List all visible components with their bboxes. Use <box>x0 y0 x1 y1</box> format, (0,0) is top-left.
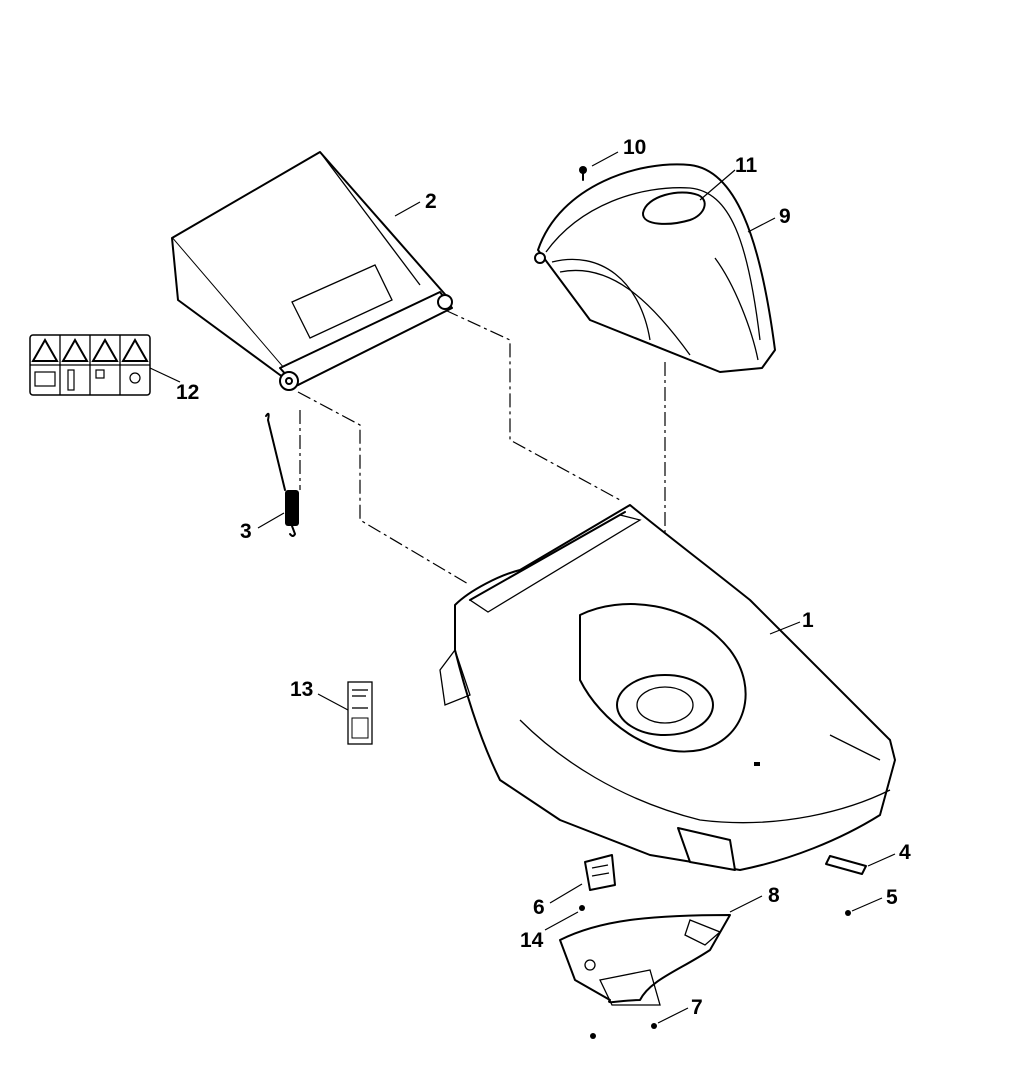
label-strip-part <box>825 855 867 875</box>
screw-part <box>579 905 851 1039</box>
rear-flap-cover-part <box>171 151 453 391</box>
screw-part <box>579 166 587 181</box>
type-plate-decal-part <box>347 681 373 745</box>
callout-5: 5 <box>886 886 898 909</box>
tension-spring-part <box>265 412 299 537</box>
callout-9: 9 <box>779 205 791 228</box>
callout-3: 3 <box>240 520 252 543</box>
callout-12: 12 <box>176 381 199 404</box>
callout-6: 6 <box>533 896 545 919</box>
mulching-insert-part <box>559 914 731 1006</box>
callout-7: 7 <box>691 996 703 1019</box>
callout-13: 13 <box>290 678 313 701</box>
callout-labels: 2 3 4 5 6 7 8 9 10 11 12 13 14 1 <box>176 136 911 1019</box>
callout-8: 8 <box>768 884 780 907</box>
mower-deck-housing-part <box>439 504 896 871</box>
callout-10: 10 <box>623 136 646 159</box>
bracket-clip-part <box>584 854 616 891</box>
motor-hood-part <box>534 163 776 373</box>
assembly-guide-lines <box>297 309 666 690</box>
callout-1: 1 <box>802 609 814 632</box>
callout-4: 4 <box>899 841 911 864</box>
leader-lines <box>149 151 896 1024</box>
callout-11: 11 <box>735 154 758 177</box>
warning-decal-part <box>29 334 151 396</box>
callout-14: 14 <box>520 929 544 952</box>
callout-2: 2 <box>425 190 437 213</box>
